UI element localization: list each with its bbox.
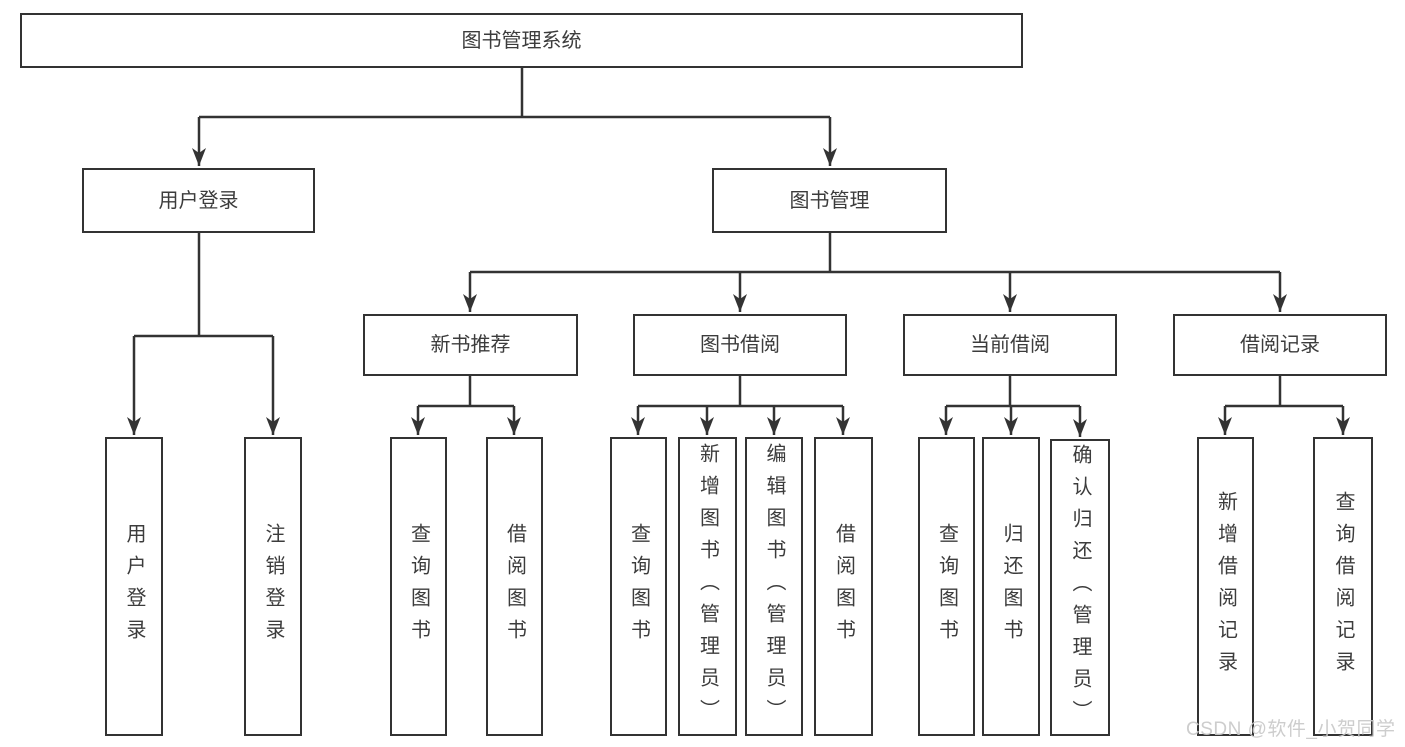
leaf-br-query-record-label: 查询借阅记录 [1332, 490, 1354, 683]
leaf-nb-borrow-book-label: 借阅图书 [503, 522, 526, 651]
leaf-logout-label: 注销登录 [262, 522, 284, 651]
leaf-bb-add-book-admin-label: 新增图书（管理员） [696, 442, 719, 731]
leaf-cb-return-book-label: 归还图书 [1000, 522, 1022, 651]
connector-new-book-rail [418, 376, 514, 408]
leaf-bb-query-book: 查询图书 [610, 437, 667, 736]
connector-user-login-rail [134, 233, 273, 338]
leaf-nb-borrow-book: 借阅图书 [486, 437, 543, 736]
leaf-logout: 注销登录 [244, 437, 302, 736]
leaf-cb-confirm-return-admin-label: 确认归还（管理员） [1069, 443, 1091, 732]
connector-borrow-records-rail [1225, 376, 1343, 408]
leaf-bb-borrow-book: 借阅图书 [814, 437, 873, 736]
leaf-cb-confirm-return-admin: 确认归还（管理员） [1050, 439, 1110, 736]
node-user-login-label: 用户登录 [158, 189, 239, 212]
node-borrow-records: 借阅记录 [1173, 314, 1387, 376]
leaf-nb-query-book-label: 查询图书 [407, 522, 430, 651]
leaf-bb-borrow-book-label: 借阅图书 [832, 522, 855, 651]
leaf-cb-query-book: 查询图书 [918, 437, 975, 736]
csdn-watermark: CSDN @软件_小贺同学 [1186, 719, 1396, 740]
connector-root-rail [199, 68, 830, 119]
node-book-borrow: 图书借阅 [633, 314, 847, 376]
connector-book-borrow-rail [638, 376, 843, 408]
node-new-book-recommend: 新书推荐 [363, 314, 578, 376]
node-current-borrow: 当前借阅 [903, 314, 1117, 376]
node-current-borrow-label: 当前借阅 [970, 334, 1050, 356]
node-book-borrow-label: 图书借阅 [700, 334, 780, 356]
node-new-book-recommend-label: 新书推荐 [430, 334, 511, 356]
leaf-cb-return-book: 归还图书 [982, 437, 1040, 736]
node-root-system-label: 图书管理系统 [461, 29, 582, 52]
node-book-management-label: 图书管理 [789, 189, 870, 212]
node-borrow-records-label: 借阅记录 [1240, 334, 1320, 356]
leaf-br-query-record: 查询借阅记录 [1313, 437, 1373, 736]
leaf-bb-edit-book-admin-label: 编辑图书（管理员） [763, 442, 785, 731]
leaf-bb-query-book-label: 查询图书 [627, 522, 650, 651]
node-book-management: 图书管理 [712, 168, 947, 233]
leaf-cb-query-book-label: 查询图书 [935, 522, 958, 651]
leaf-bb-add-book-admin: 新增图书（管理员） [678, 437, 737, 736]
leaf-nb-query-book: 查询图书 [390, 437, 447, 736]
node-root-system: 图书管理系统 [20, 13, 1023, 68]
leaf-user-login: 用户登录 [105, 437, 163, 736]
leaf-bb-edit-book-admin: 编辑图书（管理员） [745, 437, 803, 736]
leaf-user-login-label: 用户登录 [123, 522, 145, 651]
leaf-br-add-record: 新增借阅记录 [1197, 437, 1254, 736]
node-user-login: 用户登录 [82, 168, 315, 233]
leaf-br-add-record-label: 新增借阅记录 [1214, 490, 1237, 683]
connector-book-management-rail [470, 233, 1280, 274]
connector-current-borrow-rail [946, 376, 1080, 408]
